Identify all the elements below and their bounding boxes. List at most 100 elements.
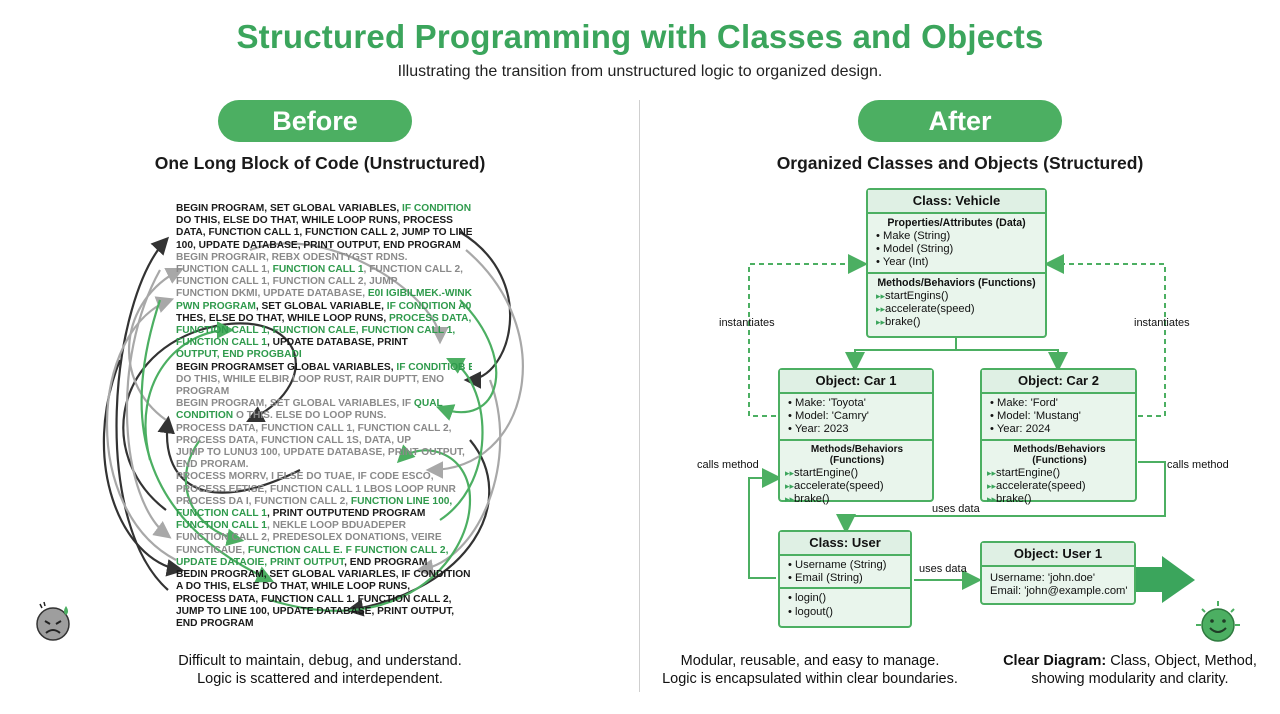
code-line: PROCESS EFTISE, FUNCTION CALL 1 LBOS LOO… [176, 484, 472, 496]
code-segment: PWN PROGRAM [176, 300, 256, 312]
vehicle-props-title: Properties/Attributes (Data) [887, 217, 1026, 229]
before-caption: Difficult to maintain, debug, and unders… [120, 652, 520, 688]
code-line: CONDITION O THIS. ELSE DO LOOP RUNS. [176, 410, 472, 422]
vehicle-method: startEngins() [876, 290, 1037, 303]
user1-prop: Username: 'john.doe' [990, 572, 1096, 584]
after-caption: Modular, reusable, and easy to manage. L… [640, 652, 980, 688]
vehicle-prop: • Make (String) [876, 230, 951, 242]
before-heading: One Long Block of Code (Unstructured) [154, 153, 486, 173]
code-line: FUNCTICAUE, FUNCTION CALL E. F FUNCTION … [176, 545, 472, 557]
code-line: UPDATE DATAOIE, PRINT OUTPUT, END PROGRA… [176, 557, 472, 569]
code-line: BEGIN PROGRAM, SET GLOBAL VARIABLES, IF … [176, 398, 472, 410]
code-line: PROCESS DATA, FUNCTION CALL 1. FUNCTION … [176, 594, 472, 606]
code-segment: , END PROGRAM [344, 556, 428, 568]
before-caption-line-1: Difficult to maintain, debug, and unders… [178, 653, 462, 669]
object-car1-title: Object: Car 1 [780, 370, 932, 394]
user-prop: • Username (String) [788, 559, 887, 571]
code-segment: FUNCTION LINE 100, [350, 495, 453, 507]
page-title: Structured Programming with Classes and … [236, 18, 1044, 55]
code-segment: , NEKLE LOOP BDUADEPER [266, 520, 406, 532]
code-segment: PROGRAM [176, 386, 230, 398]
object-user1-title: Object: User 1 [982, 543, 1134, 567]
code-line: THES, ELSE DO THAT, WHILE LOOP RUNS, PRO… [176, 313, 472, 325]
code-segment: THES, ELSE DO THAT, WHILE LOOP RUNS, [176, 312, 390, 324]
code-segment: PROCESS DATA, [389, 312, 472, 324]
label-calls-method-right: calls method [1167, 459, 1229, 471]
car1-method: startEngine() [785, 467, 929, 480]
code-segment: END PROGRAM [176, 617, 254, 629]
code-segment: BEDIN PROGRAM, SET GLOBAL VARIARLES, IF … [176, 569, 471, 581]
code-segment: IF CONDITION A [402, 203, 472, 214]
code-segment: PROCESS DATA, FUNCTION CALL 1, FUNCTION … [176, 422, 452, 434]
code-line: PWN PROGRAM, SET GLOBAL VARIABLE, IF CON… [176, 301, 472, 313]
code-segment: PROCESS EFTISE, FUNCTION CALL 1 LBOS LOO… [176, 483, 456, 495]
car2-method: startEngine() [987, 467, 1132, 480]
object-car1-box: Object: Car 1 • Make: 'Toyota' • Model: … [778, 368, 934, 505]
code-line: END PROGRAM [176, 618, 472, 630]
code-segment: END PRORAM. [176, 459, 249, 471]
code-line: PROCESS DATA, FUNCTION CALL 1, FUNCTION … [176, 423, 472, 435]
code-segment: DO THIS, ELSE DO THAT, WHILE LOOP RUNS, … [176, 215, 453, 227]
center-divider [639, 100, 640, 692]
class-vehicle-title: Class: Vehicle [868, 190, 1045, 214]
car2-method: accelerate(speed) [987, 480, 1132, 493]
code-line: FUNCTION CALL 1, PRINT OUTPUTEND PROGRAM [176, 508, 472, 520]
code-segment: FUNCTION CALL 1 [272, 264, 364, 276]
code-line: PROGRAM [176, 386, 472, 398]
after-caption-line-2: Logic is encapsulated within clear bound… [662, 671, 958, 687]
car2-prop: • Model: 'Mustang' [990, 410, 1081, 423]
code-line: BEGIN PROGRAIR, REBX ODESNTYGST RDNS. [176, 252, 472, 264]
clear-diagram-bold: Clear Diagram: [1003, 653, 1107, 669]
car1-method: brake() [785, 493, 929, 506]
after-heading: Organized Classes and Objects (Structure… [776, 153, 1144, 173]
code-segment: FUNCTION CALL 1, FUNCTION CALL 2, JUMP [176, 276, 398, 288]
label-uses-data-mid: uses data [919, 563, 967, 575]
code-segment: , UPDATE DATABASE, PRINT [266, 337, 408, 349]
unstructured-code-block: BEGIN PROGRAM, SET GLOBAL VARIABLES, IF … [176, 203, 472, 630]
object-car2-box: Object: Car 2 • Make: 'Ford' • Model: 'M… [980, 368, 1137, 505]
car1-prop: • Year: 2023 [788, 423, 849, 436]
code-segment: FUNCTICAUE, [176, 544, 248, 556]
code-segment: FUNCTION CALL E. F FUNCTION CALL 2, [247, 544, 449, 556]
code-segment: FUNCTION CALL 1, [176, 264, 273, 276]
code-line: JUMP TO LUNU3 100, UPDATE DATABASE, PRIN… [176, 447, 472, 459]
right-arrow-icon [1136, 556, 1195, 603]
vehicle-prop: • Year (Int) [876, 256, 929, 269]
code-line: END PRORAM. [176, 459, 472, 471]
code-segment: A DO THIS, ELSE DO THAT, WHILE LOOP RUNS… [176, 581, 411, 593]
class-user-title: Class: User [780, 532, 910, 556]
user-method: • login() [788, 592, 827, 605]
code-line: BEGIN PROGRAMSET GLOBAL VARIABLES, IF CO… [176, 362, 472, 374]
code-segment: , SET GLOBAL VARIABLE, [255, 300, 387, 312]
code-segment: JUMP TO LUNU3 100, UPDATE DATABASE, PRIN… [176, 447, 465, 459]
object-car2-title: Object: Car 2 [982, 370, 1135, 394]
code-segment: PROCESS DA I, FUNCTION CALL 2, [176, 495, 351, 507]
class-user-box: Class: User • Username (String) • Email … [778, 530, 912, 628]
code-segment: FUNCTION CALL 2, PREDESOLEX DONATIONS, V… [176, 532, 442, 544]
car1-method: accelerate(speed) [785, 480, 929, 493]
vehicle-method: brake() [876, 316, 1037, 329]
code-line: BEDIN PROGRAM, SET GLOBAL VARIARLES, IF … [176, 569, 472, 581]
code-segment: FUNCTION CALL 1, FUNCTION CALE, FUNCTION… [176, 325, 456, 337]
before-pill: Before [218, 100, 412, 142]
code-segment: BEGIN PROGRAM, SET GLOBAL VARIABLES, [176, 203, 403, 214]
car2-methods-title: Methods/Behaviors (Functions) [1013, 443, 1106, 466]
user-method: • logout() [788, 605, 833, 618]
code-line: PROCESS DATA, FUNCTION CALL 1S, DATA, UP [176, 435, 472, 447]
code-segment: , PRINT OUTPUTEND PROGRAM [266, 508, 426, 520]
code-segment: 100, UPDATE DATABASE, PRINT OUTPUT, END … [176, 239, 461, 251]
code-line: BEGIN PROGRAM, SET GLOBAL VARIABLES, IF … [176, 203, 472, 215]
code-segment: BEGIN PROGRAIR, REBX ODESNTYGST RDNS. [176, 251, 408, 263]
code-segment: FUNCTION CALL 1 [176, 337, 267, 349]
code-segment: PROCESS DATA, FUNCTION CALL 1S, DATA, UP [176, 434, 412, 446]
before-caption-line-2: Logic is scattered and interdependent. [197, 671, 443, 687]
code-line: PROCESS MORRV, I ELSE DO TUAE, IF CODE E… [176, 471, 472, 483]
car2-prop: • Year: 2024 [990, 423, 1051, 436]
label-calls-method-left: calls method [697, 459, 759, 471]
code-segment: PROCESS DATA, FUNCTION CALL 1. FUNCTION … [176, 593, 452, 605]
label-uses-data-top: uses data [932, 503, 980, 515]
code-segment: PRINT OUTPUT [269, 556, 345, 568]
code-segment: DATA, FUNCTION CALL 1, FUNCTION CALL 2, … [176, 227, 472, 239]
code-segment: , FUNCTION CALL 2, [363, 264, 463, 276]
